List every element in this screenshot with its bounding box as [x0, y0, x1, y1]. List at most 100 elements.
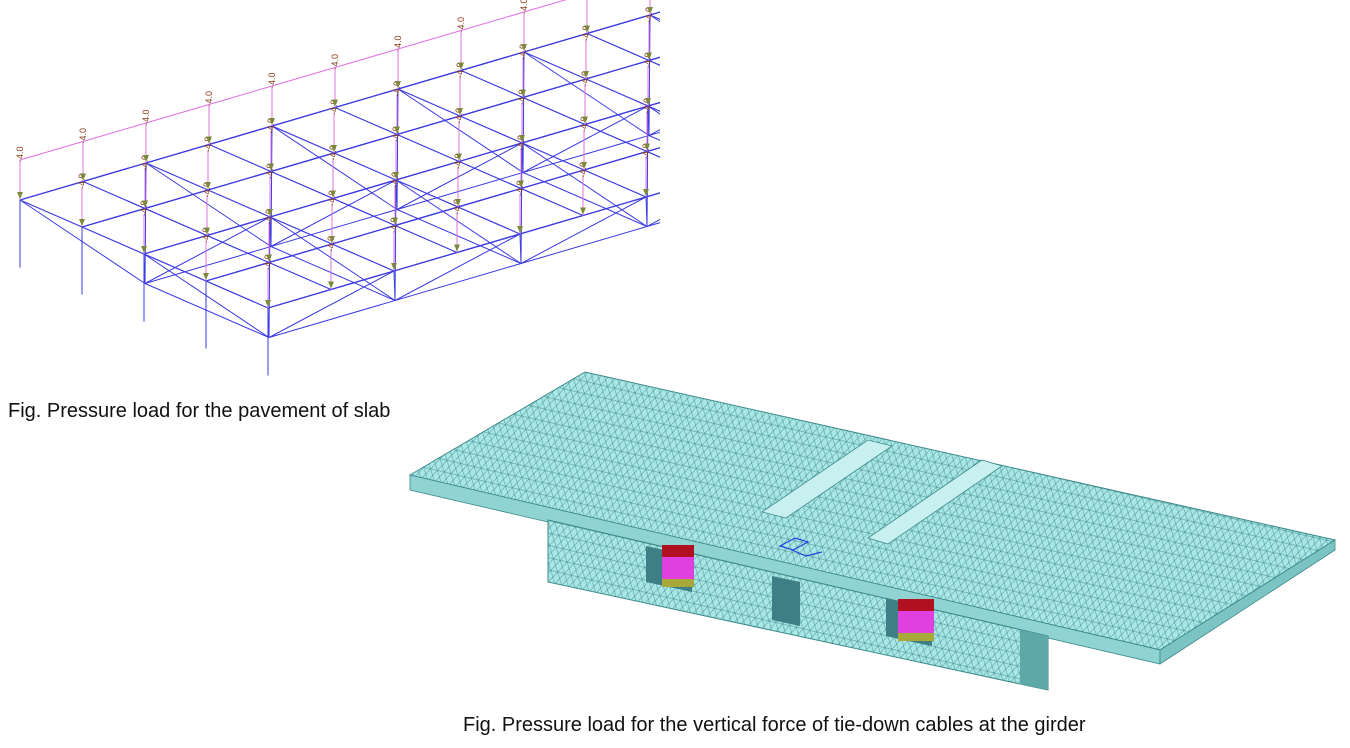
diagonal	[394, 179, 397, 301]
diagonal	[396, 142, 523, 210]
load-value-label: -4.0	[519, 0, 529, 14]
diagonal	[145, 162, 272, 247]
load-outline	[82, 122, 147, 142]
diagonal	[144, 162, 147, 284]
diagonal	[522, 51, 525, 173]
diagonal	[523, 51, 650, 136]
load-value-label: -4.0	[204, 91, 214, 107]
deck-ribs	[761, 439, 1003, 545]
top-chord	[19, 11, 660, 201]
load-value-label: -4.0	[515, 180, 525, 196]
load-value-label: -4.0	[328, 145, 338, 161]
load-arrow-icon	[265, 300, 271, 307]
load-arrow-icon	[580, 207, 586, 215]
load-value-label: -4.0	[139, 200, 149, 216]
load-arrow-icon	[582, 116, 588, 124]
cross-beam	[586, 32, 660, 66]
load-arrow-icon	[267, 209, 273, 216]
load-arrow-icon	[457, 108, 463, 115]
load-value-label: -4.0	[641, 143, 651, 159]
girder-bottom-side	[1020, 630, 1048, 690]
load-outline	[334, 48, 399, 68]
diagonal	[519, 233, 522, 264]
load-arrow-icon	[204, 227, 210, 235]
load-outline	[397, 30, 462, 50]
diagonal	[646, 105, 649, 227]
load-outline	[523, 0, 567, 13]
load-value-label: -4.0	[266, 118, 276, 134]
load-outline	[271, 67, 336, 87]
diagonal	[144, 216, 271, 284]
diagonal	[394, 233, 521, 301]
bottom-chord	[270, 246, 396, 301]
load-arrow-icon	[645, 98, 651, 105]
load-value-label: -4.0	[579, 116, 589, 132]
load-arrow-icon	[80, 173, 86, 181]
load-value-label: -4.0	[263, 254, 273, 270]
load-value-label: -4.0	[644, 7, 654, 23]
load-arrow-icon	[584, 25, 590, 33]
load-arrow-icon	[583, 71, 589, 78]
diagonal	[522, 105, 649, 173]
bottom-chord	[144, 283, 270, 338]
load-outline	[19, 141, 84, 161]
bottom-chord	[144, 131, 660, 284]
load-arrow-icon	[517, 226, 523, 233]
figure-caption-pavement: Fig. Pressure load for the pavement of s…	[8, 400, 391, 422]
load-arrow-icon	[393, 172, 399, 179]
diagonal	[269, 216, 396, 301]
load-value-label: -4.0	[267, 72, 277, 88]
diagonal	[270, 125, 273, 247]
load-value-label: -4.0	[391, 126, 401, 142]
diagonal	[648, 14, 651, 136]
load-arrow-icon	[17, 192, 23, 199]
diagonal	[645, 196, 648, 227]
opening-middle	[772, 576, 800, 626]
load-arrow-icon	[643, 189, 649, 196]
load-arrow-icon	[331, 145, 337, 152]
load-value-label: -4.0	[517, 89, 527, 105]
load-arrow-icon	[646, 52, 652, 60]
load-value-label: -4.0	[326, 236, 336, 252]
bottom-chord	[522, 172, 648, 227]
load-arrow-icon	[266, 254, 272, 262]
load-value-label: -4.0	[201, 227, 211, 243]
load-arrow-icon	[206, 136, 212, 144]
load-value-label: -4.0	[15, 146, 25, 162]
load-arrow-icon	[392, 217, 398, 225]
load-arrow-icon	[328, 281, 334, 289]
load-value-label: -4.0	[327, 190, 337, 206]
load-value-label: -4.0	[330, 54, 340, 70]
load-arrow-icon	[581, 162, 587, 169]
load-value-label: -4.0	[140, 155, 150, 171]
tie-down-load-right	[898, 599, 934, 641]
load-arrow-icon	[269, 118, 275, 125]
load-value-label: -4.0	[393, 35, 403, 51]
load-value-label: -4.0	[392, 81, 402, 97]
diagonal	[268, 216, 271, 338]
load-value-label: -4.0	[141, 109, 151, 125]
deck-right-edge	[1159, 539, 1336, 665]
load-value-label: -4.0	[390, 172, 400, 188]
load-arrow-icon	[142, 200, 148, 208]
support-symbol-icon	[778, 537, 823, 557]
diagonal	[269, 216, 272, 247]
load-value-label: -4.0	[454, 108, 464, 124]
load-arrow-icon	[330, 190, 336, 198]
diagonal	[397, 88, 524, 173]
bottom-chord	[268, 222, 660, 338]
figure-caption-tie-down: Fig. Pressure load for the vertical forc…	[463, 714, 1086, 736]
diagonal	[393, 270, 396, 301]
load-value-label: -4.0	[389, 217, 399, 233]
load-arrow-icon	[268, 163, 274, 171]
load-value-label: -4.0	[452, 199, 462, 215]
load-value-label: -4.0	[518, 44, 528, 60]
load-value-label: -4.0	[642, 98, 652, 114]
top-chord	[205, 146, 660, 282]
diagonal	[396, 88, 399, 210]
diagonal	[521, 142, 648, 227]
load-arrow-icon	[456, 153, 462, 161]
load-value-label: -4.0	[202, 182, 212, 198]
diagonal	[270, 179, 397, 247]
